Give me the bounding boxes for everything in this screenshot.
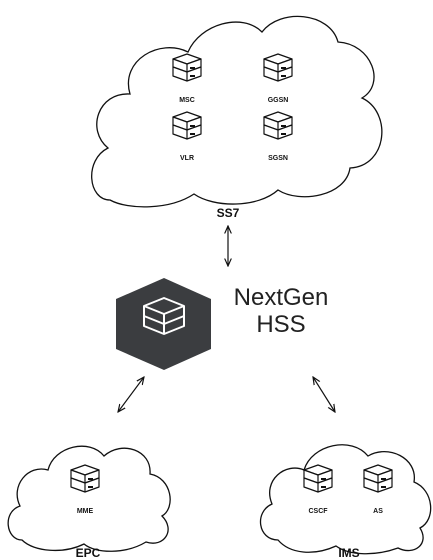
server-stack-icon-as — [363, 464, 393, 493]
server-label-mme: MME — [76, 508, 94, 515]
server-stack-icon-msc — [172, 53, 202, 82]
cloud-label-ss7: SS7 — [216, 206, 240, 220]
server-stack-icon-vlr — [172, 111, 202, 140]
hss-title-line2: HSS — [256, 311, 306, 338]
server-stack-icon-mme — [70, 464, 100, 493]
server-label-sgsn: SGSN — [268, 155, 288, 162]
epc-cloud — [7, 445, 171, 552]
server-icons — [70, 53, 393, 493]
arrow-epc-hss — [118, 377, 144, 412]
server-stack-icon-ggsn — [263, 53, 293, 82]
hss-server-glyph — [143, 297, 185, 335]
server-label-ggsn: GGSN — [267, 97, 289, 104]
arrow-ims-hss — [313, 377, 335, 412]
hss-title-line1: NextGen — [233, 284, 329, 311]
server-label-cscf: CSCF — [308, 508, 328, 515]
ss7-cloud — [91, 15, 383, 208]
hss-title: NextGen HSS — [233, 284, 329, 338]
server-label-as: AS — [373, 508, 383, 515]
server-stack-icon-cscf — [303, 464, 333, 493]
server-label-msc: MSC — [179, 97, 195, 104]
cloud-label-ims: IMS — [338, 546, 360, 560]
cloud-label-epc: EPC — [75, 546, 101, 560]
server-stack-icon-sgsn — [263, 111, 293, 140]
server-label-vlr: VLR — [180, 155, 194, 162]
ims-cloud — [259, 444, 432, 555]
